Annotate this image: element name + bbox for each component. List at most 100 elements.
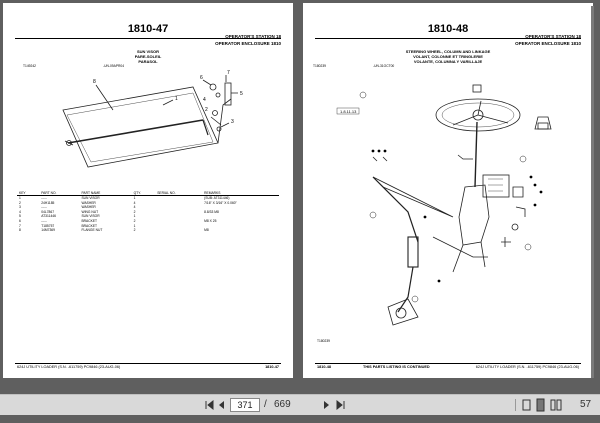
fit-page-icon[interactable] bbox=[536, 395, 545, 423]
header-rule bbox=[315, 38, 581, 39]
table-cell: 7 bbox=[19, 223, 21, 228]
table-cell: 8.8/33 M8 bbox=[204, 209, 219, 214]
table-cell: 14M7369 bbox=[41, 228, 55, 233]
title-line: VOLANTE, COLUMNA Y VARILLAJE bbox=[413, 59, 483, 64]
table-cell: ----- bbox=[41, 218, 47, 223]
column-header: PART NO. bbox=[39, 191, 80, 196]
table-cell: (SUB: AT311446) bbox=[204, 196, 230, 200]
table-cell: WASHER bbox=[81, 200, 96, 205]
callout-label: 4 bbox=[203, 97, 206, 103]
table-cell: 2 bbox=[19, 200, 21, 205]
section-header-line: OPERATOR'S STATION 18 bbox=[225, 34, 281, 39]
table-cell: 4 bbox=[133, 200, 136, 205]
table-cell: M8 X 25 bbox=[204, 218, 217, 223]
table-cell: BRACKET bbox=[81, 218, 98, 223]
table-cell: 24H1185 bbox=[41, 200, 55, 205]
next-page-icon[interactable] bbox=[323, 395, 330, 423]
zoom-level[interactable]: 57 bbox=[580, 399, 592, 410]
footer-page-number: 1810-48 bbox=[317, 365, 331, 369]
header-rule bbox=[15, 38, 281, 39]
total-pages: 669 bbox=[274, 399, 291, 410]
table-cell: 5 bbox=[19, 214, 21, 219]
column-header: PART NAME bbox=[79, 191, 132, 196]
callout-label: 8 bbox=[93, 79, 96, 85]
bottom-figure-code: T180239 bbox=[317, 339, 331, 343]
column-header: SERIAL NO. bbox=[155, 191, 203, 196]
table-cell: 04L7867 bbox=[41, 209, 55, 214]
prev-page-icon[interactable] bbox=[218, 395, 225, 423]
title-line: STEERING WHEEL, COLUMN AND LINKAGE bbox=[405, 49, 491, 54]
footer-text: 624J UTILITY LOADER (S.N. -611759) PC984… bbox=[17, 365, 121, 369]
drawing-code: -UN-09APR04 bbox=[103, 64, 125, 68]
section-header-line: OPERATOR'S STATION 18 bbox=[525, 34, 581, 39]
footer-text: 624J UTILITY LOADER (S.N. -611759) PC984… bbox=[475, 365, 579, 369]
footer-page-number: 1810-47 bbox=[265, 365, 279, 369]
table-row: 6 ----- BRACKET 2 M8 X 25 bbox=[17, 219, 279, 224]
callout-label: 7 bbox=[227, 70, 230, 76]
table-row: 4 04L7867 WING NUT 2 8.8/33 M8 bbox=[17, 210, 279, 215]
table-row: 8 14M7369 FLANGE NUT 2 M8 bbox=[17, 228, 279, 233]
last-page-icon[interactable] bbox=[336, 395, 345, 423]
double-page-icon[interactable] bbox=[550, 395, 562, 423]
page-number: 1810-48 bbox=[427, 23, 469, 35]
callout-label: 1 bbox=[175, 96, 178, 102]
table-row: 2 24H1185 WASHER 4 7/16" X 3/16" X 0.060… bbox=[17, 201, 279, 206]
fit-width-icon[interactable] bbox=[522, 395, 531, 423]
figure-title: SUN VISOR PARE-SOLEIL PARASOL bbox=[98, 49, 198, 64]
table-cell: T185757 bbox=[41, 223, 55, 228]
table-cell: ----- bbox=[41, 205, 47, 210]
column-header: QTY. bbox=[131, 191, 156, 196]
subsection-header: OPERATOR ENCLOSURE 1810 bbox=[515, 41, 581, 47]
sun-visor-drawing: 8 7 6 5 4 3 2 1 bbox=[62, 70, 243, 168]
table-row: 5 AT311446 SUN VISOR 1 bbox=[17, 214, 279, 219]
toolbar-divider bbox=[515, 399, 516, 411]
table-cell: 2 bbox=[133, 228, 136, 233]
table-row: 3 ----- WASHER 4 bbox=[17, 205, 279, 210]
current-page-input[interactable]: 371 bbox=[230, 398, 260, 412]
table-row: 7 T185757 BRACKET 1 bbox=[17, 224, 279, 229]
table-cell: 1 bbox=[133, 214, 136, 219]
table-cell bbox=[155, 228, 202, 233]
table-cell: ----- bbox=[41, 196, 47, 200]
table-header-row: KEY PART NO. PART NAME QTY. SERIAL NO. R… bbox=[17, 191, 279, 196]
document-page-right: 1810-48 OPERATOR'S STATION 18 OPERATOR E… bbox=[303, 3, 593, 378]
parts-table: KEY PART NO. PART NAME QTY. SERIAL NO. R… bbox=[17, 191, 279, 233]
title-line: SUN VISOR bbox=[136, 49, 159, 54]
column-header: REMARKS bbox=[202, 191, 279, 196]
table-cell: 4 bbox=[19, 209, 21, 214]
callout-label: 5 bbox=[240, 91, 243, 97]
table-cell: FLANGE NUT bbox=[81, 228, 103, 233]
footer-rule bbox=[315, 363, 581, 364]
reference-tag: 1.8.11.13 bbox=[340, 109, 357, 114]
table-cell: 1 bbox=[133, 223, 136, 228]
subsection-header: OPERATOR ENCLOSURE 1810 bbox=[215, 41, 281, 47]
callout-label: 2 bbox=[205, 107, 208, 113]
title-line: PARASOL bbox=[138, 59, 158, 64]
page-navigation-toolbar: 371 / 669 57 bbox=[0, 394, 600, 415]
table-cell: AT311446 bbox=[41, 214, 56, 219]
first-page-icon[interactable] bbox=[205, 395, 214, 423]
table-cell: 7/16" X 3/16" X 0.060" bbox=[204, 200, 237, 205]
vertical-scrollbar[interactable] bbox=[591, 6, 594, 378]
figure-title: STEERING WHEEL, COLUMN AND LINKAGE VOLAN… bbox=[373, 49, 523, 64]
section-header: OPERATOR'S STATION 18 bbox=[225, 34, 281, 40]
table-cell: SUN VISOR bbox=[81, 214, 100, 219]
continued-note: THIS PARTS LISTING IS CONTINUED bbox=[363, 365, 430, 369]
table-cell: 2 bbox=[133, 218, 136, 223]
table-cell: 8 bbox=[19, 228, 21, 233]
table-cell: 6 bbox=[19, 218, 21, 223]
table-cell: 4 bbox=[133, 205, 136, 210]
footer-rule bbox=[15, 363, 281, 364]
table-cell: WASHER bbox=[81, 205, 96, 210]
figure-code: T149242 bbox=[23, 64, 37, 68]
callout-label: 6 bbox=[200, 75, 203, 81]
table-cell: 3 bbox=[19, 205, 21, 210]
table-row: 1 ----- SUN VISOR 1 (SUB: AT311446) bbox=[17, 196, 279, 201]
callout-label: 3 bbox=[231, 119, 234, 125]
section-header: OPERATOR'S STATION 18 bbox=[525, 34, 581, 40]
table-cell: 2 bbox=[133, 209, 136, 214]
figure-code: T180239 bbox=[313, 64, 327, 68]
title-line: PARE-SOLEIL bbox=[134, 54, 162, 59]
table-cell: WING NUT bbox=[81, 209, 99, 214]
table-cell: 1 bbox=[133, 196, 136, 200]
